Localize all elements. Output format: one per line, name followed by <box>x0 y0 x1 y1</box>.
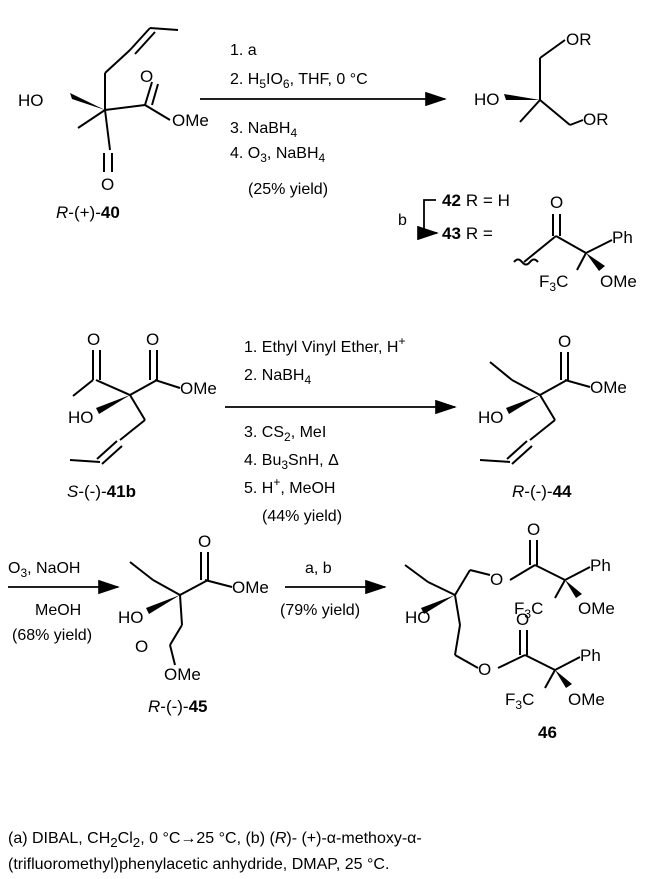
footnote-line-2: (trifluoromethyl)phenylacetic anhydride,… <box>8 856 390 874</box>
scheme3-arrow2-yield: (79% yield) <box>280 602 360 619</box>
footnote: (a) DIBAL, CH2Cl2, 0 °C→25 °C, (b) (R)- … <box>8 828 658 876</box>
atom-HO-41b: HO <box>68 408 94 427</box>
bracket-arrow-b <box>417 199 439 241</box>
atom-F3C-43: F3C <box>539 272 568 294</box>
atom-Ph-46-bottom: Ph <box>580 646 601 665</box>
atom-HO-40: HO <box>18 91 44 110</box>
atom-OMe-45-bottom: OMe <box>164 665 201 684</box>
atom-OMe-43: OMe <box>600 272 637 291</box>
atom-OMe-44: OMe <box>590 378 627 397</box>
atom-OMe-41b: OMe <box>180 379 217 398</box>
atom-O-ester-41b: O <box>146 330 159 349</box>
atom-OMe-40: OMe <box>172 111 209 130</box>
wedge-bond-45 <box>146 595 180 614</box>
compound-label-40: R-(+)-40 <box>56 203 120 222</box>
atom-O-46-carbonyl2: O <box>516 610 529 629</box>
compound-42-structure <box>519 39 584 126</box>
atom-Ph-46-top: Ph <box>590 556 611 575</box>
atom-O-46-ester2: O <box>478 660 491 679</box>
atom-Ph-43: Ph <box>612 228 633 247</box>
compound-46-structure <box>404 540 591 689</box>
compound-45-structure <box>129 552 233 666</box>
scheme3-arrow1-top: O3, NaOH <box>8 560 80 580</box>
atom-O-acetyl-41b: O <box>87 330 100 349</box>
scheme2-step1: 1. Ethyl Vinyl Ether, H+ <box>244 334 405 356</box>
atom-O-45-top: O <box>198 532 211 551</box>
compound-label-44: R-(-)-44 <box>512 482 572 501</box>
atom-OR-top: OR <box>566 30 592 49</box>
hash-wedge-46-top <box>565 580 582 598</box>
scheme1-yield: (25% yield) <box>248 181 328 198</box>
scheme1-step4: 4. O3, NaBH4 <box>230 145 326 165</box>
scheme1-step3: 3. NaBH4 <box>230 120 297 140</box>
hash-wedge-46-bottom <box>555 670 572 688</box>
scheme2-step4: 4. Bu3SnH, Δ <box>244 452 339 472</box>
atom-F3C-46-bottom: F3C <box>505 690 534 712</box>
scheme2-yield: (44% yield) <box>262 508 342 525</box>
atom-O-ketone-40: O <box>101 175 114 194</box>
compound-41b-structure <box>69 350 181 465</box>
scheme1-step2: 2. H5IO6, THF, 0 °C <box>230 71 368 91</box>
hash-wedge-43 <box>586 253 605 271</box>
atom-O-44: O <box>558 332 571 351</box>
scheme2-step5: 5. H+, MeOH <box>244 475 335 497</box>
scheme1-step1: 1. a <box>230 42 257 59</box>
arrow-b-label: b <box>398 212 407 229</box>
atom-O-ester-40: O <box>140 67 153 86</box>
atom-HO-44: HO <box>478 408 504 427</box>
wedge-bond-42 <box>504 94 540 100</box>
compound-label-46: 46 <box>538 723 557 742</box>
atom-O-45-bottom: O <box>135 637 148 656</box>
atom-OMe-46-bottom: OMe <box>568 690 605 709</box>
compound-44-structure <box>479 352 591 465</box>
atom-OMe-46-top: OMe <box>578 599 615 618</box>
compound-label-41b: S-(-)-41b <box>67 482 136 501</box>
atom-OMe-45-top: OMe <box>232 578 269 597</box>
atom-OR-bottom: OR <box>583 110 609 129</box>
atom-O-43: O <box>550 193 563 212</box>
atom-HO-42: HO <box>474 90 500 109</box>
wedge-bond-46 <box>421 595 455 614</box>
mtpa-group-43 <box>513 214 613 271</box>
scheme2-step2: 2. NaBH4 <box>244 367 311 387</box>
atom-O-46-ester1: O <box>490 570 503 589</box>
wedge-bond-40 <box>70 93 105 110</box>
wedge-bond-44 <box>506 395 540 414</box>
atom-HO-45: HO <box>118 608 144 627</box>
scheme2-step3: 3. CS2, MeI <box>244 424 326 444</box>
compound-label-45: R-(-)-45 <box>148 697 208 716</box>
atom-HO-46: HO <box>405 608 431 627</box>
scheme3-arrow1-yield: (68% yield) <box>12 627 92 644</box>
atom-F3C-46-top: F3C <box>514 599 543 621</box>
scheme3-arrow2-top: a, b <box>305 560 332 577</box>
wedge-bond-41b <box>96 395 130 414</box>
scheme3-arrow1-solvent: MeOH <box>35 602 81 619</box>
footnote-line-1: (a) DIBAL, CH2Cl2, 0 °C→25 °C, (b) (R)- … <box>8 830 422 851</box>
atom-O-46-carbonyl1: O <box>527 520 540 539</box>
compound-40-structure <box>77 27 179 172</box>
